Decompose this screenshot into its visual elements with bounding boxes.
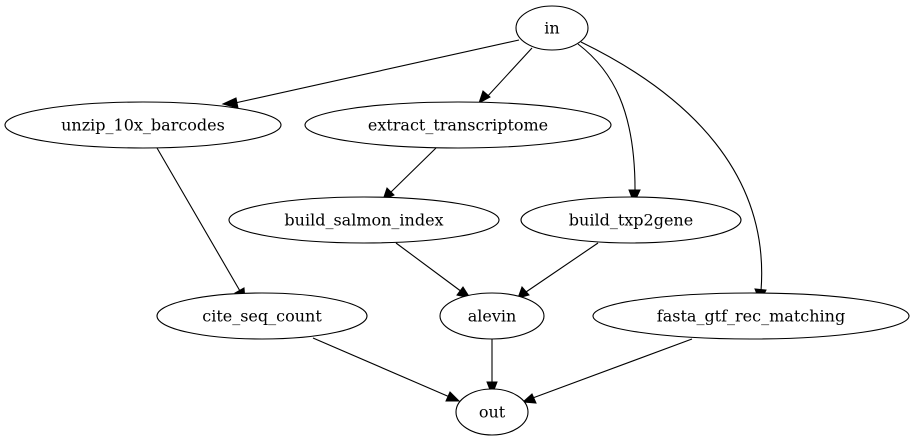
node-unzip-10x-barcodes-label: unzip_10x_barcodes [61,116,225,135]
edge-build-salmon-index-to-alevin [395,242,472,299]
edge-line [395,242,463,293]
edge-line [577,43,636,196]
node-cite-seq-count-shape [156,292,368,340]
node-in-shape [515,5,589,51]
edge-in-to-unzip-10x-barcodes [221,39,520,109]
node-build-txp2gene-label: build_txp2gene [569,211,693,230]
edge-line [580,41,763,292]
node-alevin-label: alevin [468,307,517,326]
edge-cite-seq-count-to-out [312,337,461,402]
node-out-label: out [479,403,506,422]
edge-in-to-extract-transcriptome [478,47,533,105]
node-out[interactable]: out [455,388,529,436]
node-build-salmon-index-label: build_salmon_index [284,211,443,230]
edge-line [529,338,693,400]
arrowhead-icon [517,286,530,299]
node-extract-transcriptome-label: extract_transcriptome [368,116,548,135]
arrowhead-icon [445,391,461,402]
node-build-salmon-index-shape [228,196,500,244]
edge-alevin-to-out [486,339,498,397]
edge-line [234,39,520,104]
arrowhead-icon [478,90,491,105]
node-alevin[interactable]: alevin [439,292,545,340]
node-alevin-shape [439,292,545,340]
edge-extract-transcriptome-to-build-salmon-index [382,147,437,201]
node-unzip-10x-barcodes[interactable]: unzip_10x_barcodes [4,101,282,149]
node-unzip-10x-barcodes-shape [4,101,282,149]
node-fasta-gtf-rec-matching-label: fasta_gtf_rec_matching [657,307,845,326]
edge-line [389,147,437,194]
node-in-label: in [544,19,559,38]
node-fasta-gtf-rec-matching[interactable]: fasta_gtf_rec_matching [592,292,910,340]
node-in[interactable]: in [515,5,589,51]
edge-fasta-gtf-rec-matching-to-out [521,338,693,404]
node-fasta-gtf-rec-matching-shape [592,292,910,340]
edge-in-to-fasta-gtf-rec-matching [580,41,767,304]
node-cite-seq-count[interactable]: cite_seq_count [156,292,368,340]
arrowhead-icon [521,393,537,404]
edge-line [312,337,453,399]
edge-line [156,147,241,292]
node-extract-transcriptome-shape [304,101,612,149]
node-extract-transcriptome[interactable]: extract_transcriptome [304,101,612,149]
edge-line [485,47,533,99]
arrowhead-icon [221,97,239,109]
node-build-txp2gene-shape [520,196,742,244]
node-cite-seq-count-label: cite_seq_count [202,307,322,326]
node-out-shape [455,388,529,436]
edge-line [525,242,599,293]
edge-build-txp2gene-to-alevin [517,242,599,299]
node-build-salmon-index[interactable]: build_salmon_index [228,196,500,244]
node-build-txp2gene[interactable]: build_txp2gene [520,196,742,244]
